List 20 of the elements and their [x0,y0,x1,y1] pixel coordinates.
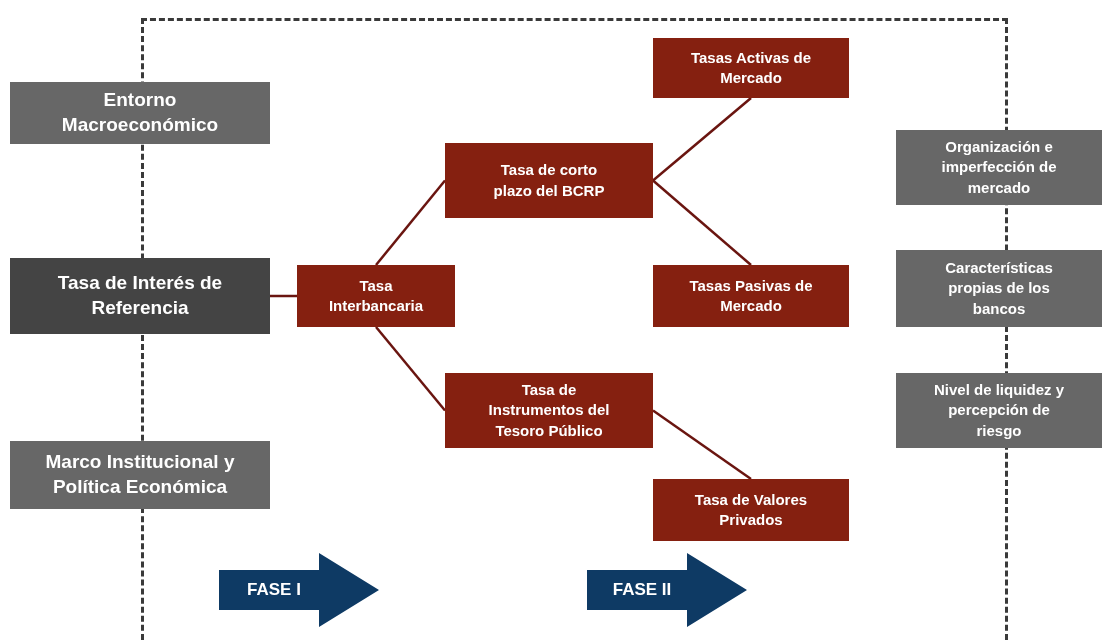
reference-rate-box: Tasa de Interés de Referencia [10,258,270,334]
factor-box: Características propias de los bancos [896,250,1102,327]
phase-arrow: FASE I [219,553,379,627]
phase-arrow: FASE II [587,553,747,627]
connector-line [652,179,752,266]
factor-box: Marco Institucional y Política Económica [10,441,270,509]
connector-line [375,326,446,412]
connector-line [270,294,297,298]
rate-box: Tasa de corto plazo del BCRP [445,143,653,218]
factor-box: Nivel de liquidez y percepción de riesgo [896,373,1102,448]
rate-box: Tasa de Instrumentos del Tesoro Público [445,373,653,448]
rate-box: Tasa de Valores Privados [653,479,849,541]
factor-box: Organización e imperfección de mercado [896,130,1102,205]
factor-box: Entorno Macroeconómico [10,82,270,144]
connector-line [375,179,446,266]
rate-box: Tasas Pasivas de Mercado [653,265,849,327]
connector-line [652,409,752,481]
rate-box: Tasas Activas de Mercado [653,38,849,98]
connector-line [652,97,752,182]
rate-box: Tasa Interbancaria [297,265,455,327]
